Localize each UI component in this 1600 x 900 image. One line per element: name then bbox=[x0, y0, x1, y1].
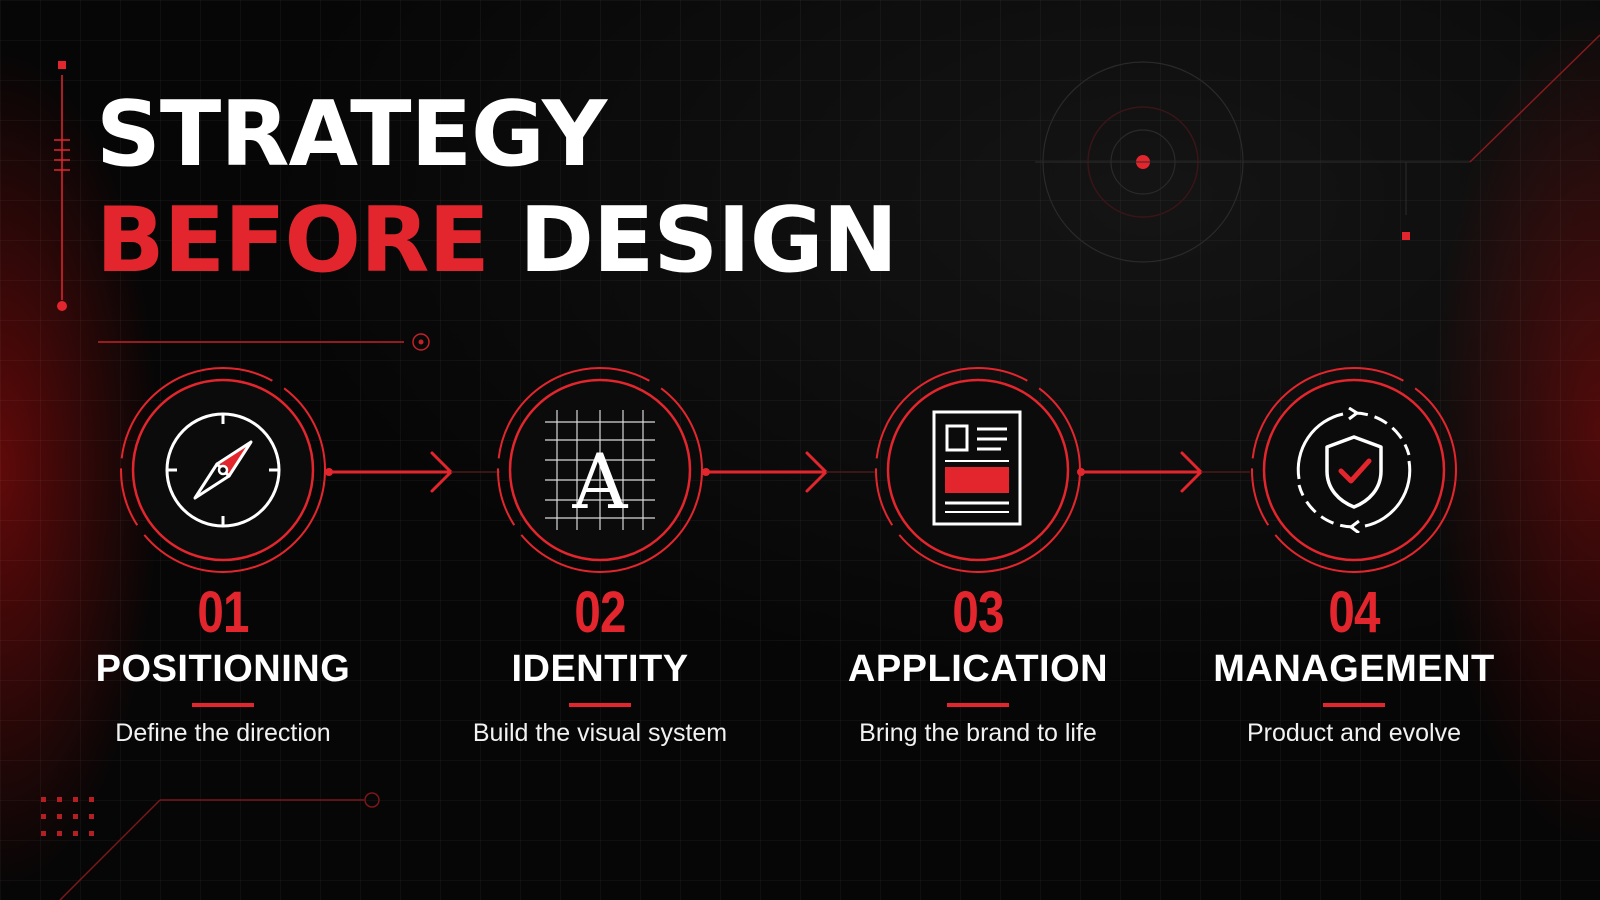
step-divider bbox=[1323, 703, 1385, 707]
step-divider bbox=[947, 703, 1009, 707]
step-description: Bring the brand to life bbox=[859, 719, 1097, 747]
step-icon-ring bbox=[1249, 365, 1459, 575]
svg-text:A: A bbox=[572, 437, 629, 526]
step-application: 03 APPLICATION Bring the brand to life bbox=[798, 365, 1158, 749]
step-number: 04 bbox=[1328, 580, 1380, 645]
step-description: Define the direction bbox=[115, 719, 331, 747]
step-icon-ring bbox=[118, 365, 328, 575]
step-description: Build the visual system bbox=[472, 719, 728, 747]
step-title: APPLICATION bbox=[847, 648, 1109, 690]
step-number: 03 bbox=[952, 580, 1004, 645]
page-title: STRATEGY BEFORE DESIGN bbox=[96, 82, 898, 294]
title-accent-word: BEFORE bbox=[96, 188, 490, 293]
step-divider bbox=[192, 703, 254, 707]
step-title: POSITIONING bbox=[95, 648, 351, 690]
step-title: IDENTITY bbox=[511, 648, 689, 690]
title-line-2: BEFORE DESIGN bbox=[96, 188, 898, 294]
step-title: MANAGEMENT bbox=[1213, 648, 1495, 690]
step-number: 01 bbox=[197, 580, 249, 645]
step-description: Product and evolve bbox=[1246, 719, 1462, 747]
title-rest-word: DESIGN bbox=[519, 188, 898, 293]
step-positioning: 01 POSITIONING Define the direction bbox=[43, 365, 403, 749]
step-icon-ring bbox=[873, 365, 1083, 575]
step-icon-ring: A bbox=[495, 365, 705, 575]
step-divider bbox=[569, 703, 631, 707]
step-management: 04 MANAGEMENT Product and evolve bbox=[1174, 365, 1534, 749]
step-number: 02 bbox=[574, 580, 626, 645]
step-identity: A 02 IDENTITY Build the visual system bbox=[420, 365, 780, 749]
title-line-1: STRATEGY bbox=[96, 82, 607, 187]
